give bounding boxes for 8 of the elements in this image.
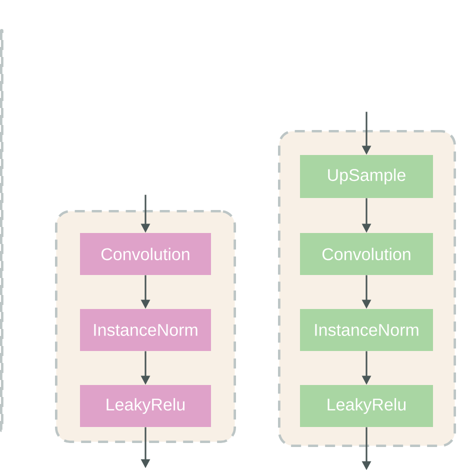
layer-box: Convolution [300,233,433,275]
layer-box: InstanceNorm [300,309,433,351]
dashed-container [0,29,4,432]
layer-box: LeakyRelu [80,385,211,427]
layer-box: Convolution [80,233,211,275]
layer-box: InstanceNorm [80,309,211,351]
layer-box: LeakyRelu [300,385,433,427]
layer-box: UpSample [300,155,433,198]
